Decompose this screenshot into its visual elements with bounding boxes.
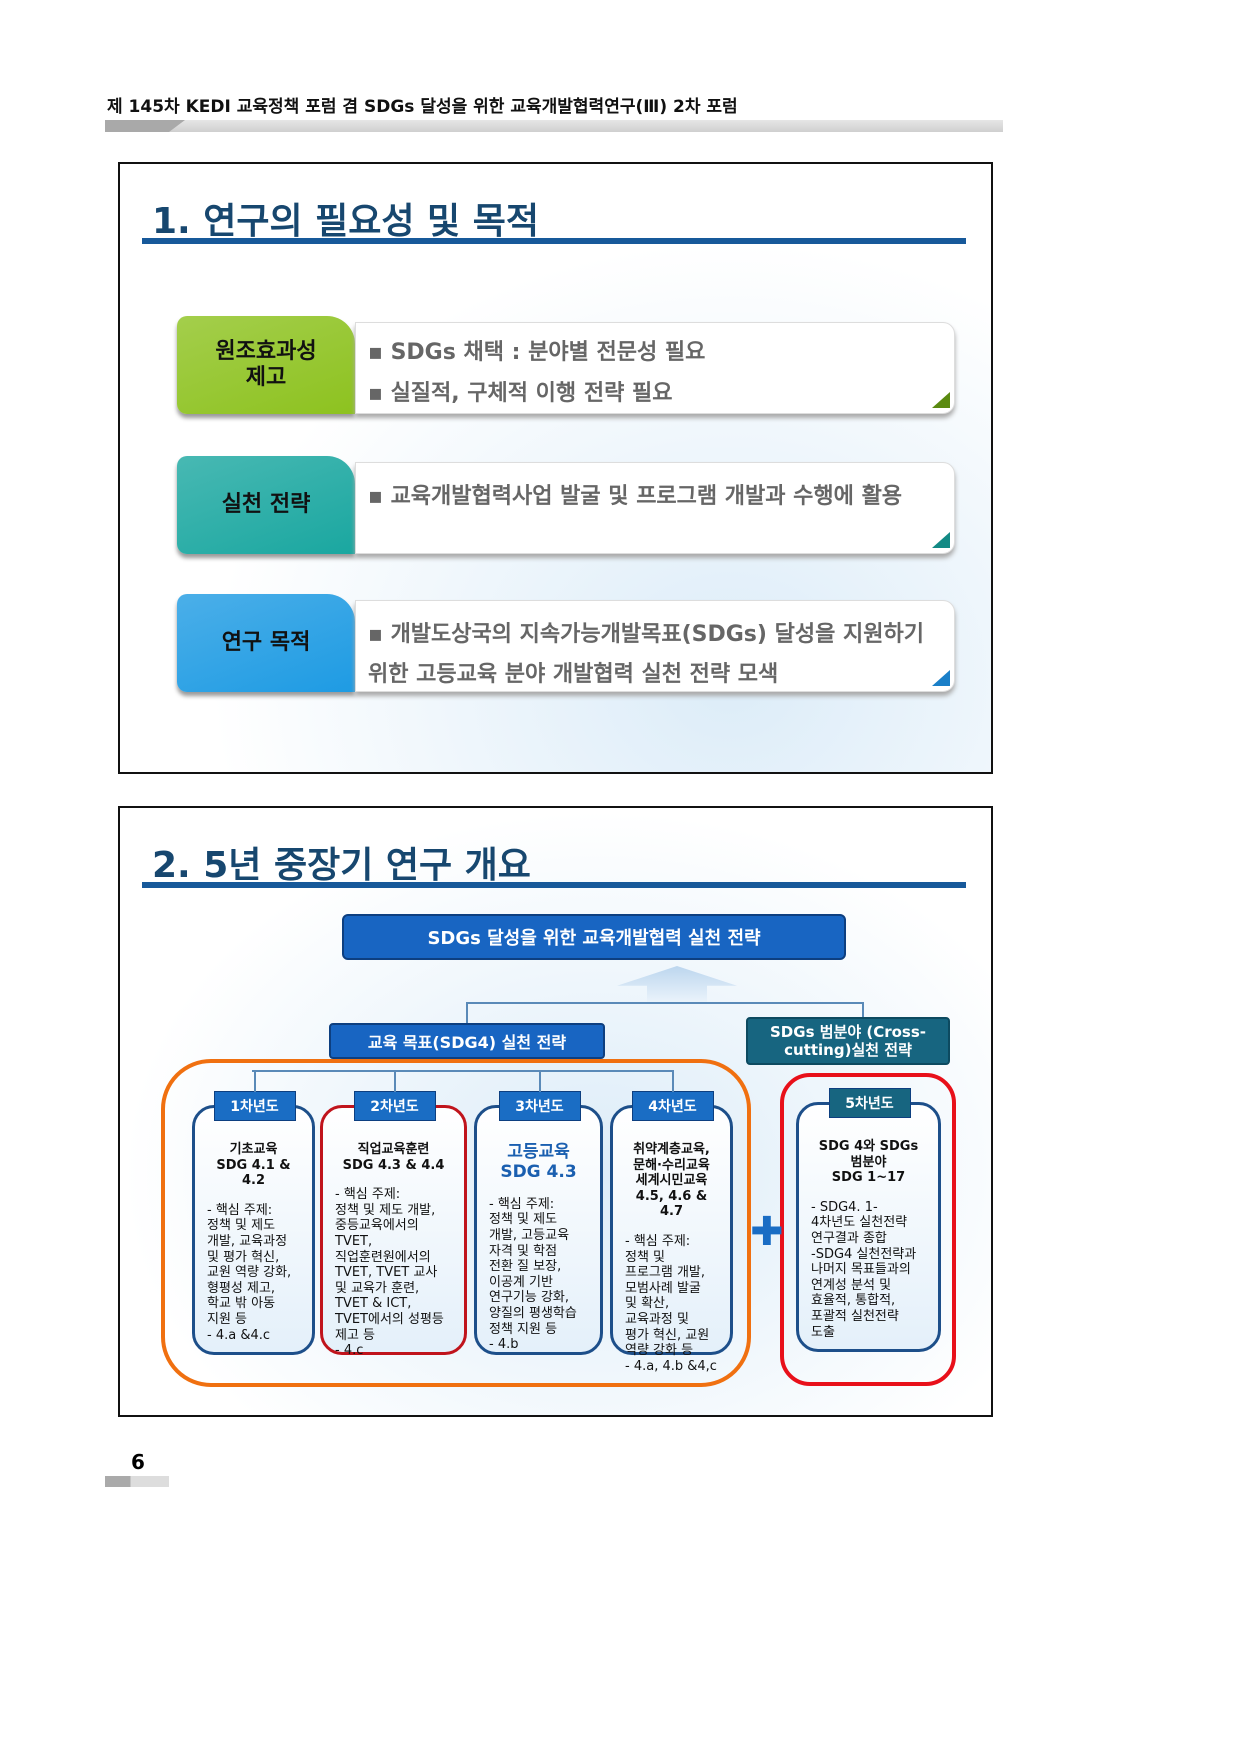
- year-card-body: - 핵심 주제: 정책 및 제도 개발, 고등교육 자격 및 학점 전환 질 보…: [489, 1196, 577, 1353]
- connector: [393, 1070, 396, 1092]
- title-underline: [142, 882, 966, 888]
- year-card: 기초교육 SDG 4.1 & 4.2 - 핵심 주제: 정책 및 제도 개발, …: [192, 1105, 315, 1355]
- page-number-rule: [105, 1476, 169, 1487]
- year-tab: 2차년도: [353, 1091, 436, 1121]
- connector: [538, 1070, 541, 1092]
- row-content: ▪ 교육개발협력사업 발굴 및 프로그램 개발과 수행에 활용: [355, 462, 955, 554]
- plus-icon: ✚: [750, 1209, 784, 1255]
- year-card: 취약계층교육, 문해·수리교육 세계시민교육 4.5, 4.6 & 4.7 - …: [610, 1105, 733, 1374]
- row-label: 원조효과성 제고: [177, 316, 355, 414]
- year-card-body: - 핵심 주제: 정책 및 제도 개발, 중등교육에서의 TVET, 직업훈련원…: [335, 1187, 444, 1359]
- up-arrow-icon: [617, 966, 737, 1002]
- year-tab: 3차년도: [498, 1091, 581, 1121]
- connector: [253, 1070, 256, 1092]
- page-number: 6: [131, 1450, 145, 1474]
- sdg4-strategy-box: 교육 목표(SDG4) 실천 전략: [329, 1023, 605, 1059]
- slide-1: 1. 연구의 필요성 및 목적 원조효과성 제고 ▪ SDGs 채택 : 분야별…: [118, 162, 993, 774]
- row-line: ▪ 개발도상국의 지속가능개발목표(SDGs) 달성을 지원하기 위한 고등교육…: [368, 622, 924, 687]
- year-tab: 4차년도: [631, 1091, 714, 1121]
- year-card-body: - SDG4. 1- 4차년도 실천전략 연구결과 종합 -SDG4 실천전략과…: [811, 1199, 917, 1340]
- corner-triangle-icon: [932, 670, 950, 686]
- year-card: 고등교육 SDG 4.3 - 핵심 주제: 정책 및 제도 개발, 고등교육 자…: [474, 1105, 603, 1355]
- connector: [466, 1002, 864, 1004]
- year-card-body: - 핵심 주제: 정책 및 프로그램 개발, 모범사례 발굴 및 확산, 교육과…: [625, 1233, 717, 1374]
- top-strategy-box: SDGs 달성을 위한 교육개발협력 실천 전략: [342, 914, 846, 960]
- year-card-title: SDG 4와 SDGs 범분야 SDG 1~17: [818, 1139, 919, 1186]
- row-line: ▪ 실질적, 구체적 이행 전략 필요: [368, 380, 673, 406]
- slide-2-title: 2. 5년 중장기 연구 개요: [152, 845, 531, 886]
- row-line: ▪ 교육개발협력사업 발굴 및 프로그램 개발과 수행에 활용: [368, 484, 903, 509]
- slide-1-title: 1. 연구의 필요성 및 목적: [152, 201, 539, 242]
- row-label: 실천 전략: [177, 456, 355, 554]
- year-tab: 1차년도: [213, 1091, 296, 1121]
- header-rule: [105, 120, 1003, 132]
- crosscutting-year-group: [780, 1073, 956, 1386]
- running-header: 제 145차 KEDI 교육정책 포럼 겸 SDGs 달성을 위한 교육개발협력…: [107, 97, 738, 117]
- title-underline: [142, 238, 966, 244]
- year-card-title: 고등교육 SDG 4.3: [500, 1142, 577, 1183]
- corner-triangle-icon: [932, 532, 950, 548]
- slide-2: 2. 5년 중장기 연구 개요 SDGs 달성을 위한 교육개발협력 실천 전략…: [118, 806, 993, 1417]
- crosscutting-strategy-box: SDGs 범분야 (Cross-cutting)실천 전략: [746, 1017, 950, 1065]
- year-card: 직업교육훈련 SDG 4.3 & 4.4 - 핵심 주제: 정책 및 제도 개발…: [320, 1105, 467, 1358]
- connector: [252, 1070, 672, 1072]
- year-tab: 5차년도: [828, 1088, 911, 1118]
- header-rule-accent: [105, 120, 185, 132]
- row-line: ▪ SDGs 채택 : 분야별 전문성 필요: [368, 340, 706, 365]
- connector: [671, 1070, 674, 1092]
- year-card-title: 직업교육훈련 SDG 4.3 & 4.4: [342, 1142, 445, 1173]
- sdg4-years-group: [161, 1059, 751, 1387]
- year-card-title: 기초교육 SDG 4.1 & 4.2: [216, 1142, 291, 1189]
- year-card: SDG 4와 SDGs 범분야 SDG 1~17 - SDG4. 1- 4차년도…: [796, 1102, 941, 1352]
- corner-triangle-icon: [932, 392, 950, 408]
- row-label: 연구 목적: [177, 594, 355, 692]
- row-content: ▪ 개발도상국의 지속가능개발목표(SDGs) 달성을 지원하기 위한 고등교육…: [355, 600, 955, 692]
- connector: [862, 1002, 864, 1018]
- year-card-body: - 핵심 주제: 정책 및 제도 개발, 교육과정 및 평가 혁신, 교원 역량…: [207, 1202, 292, 1343]
- row-content: ▪ SDGs 채택 : 분야별 전문성 필요 ▪ 실질적, 구체적 이행 전략 필…: [355, 322, 955, 414]
- year-card-title: 취약계층교육, 문해·수리교육 세계시민교육 4.5, 4.6 & 4.7: [633, 1142, 710, 1220]
- connector: [466, 1002, 468, 1024]
